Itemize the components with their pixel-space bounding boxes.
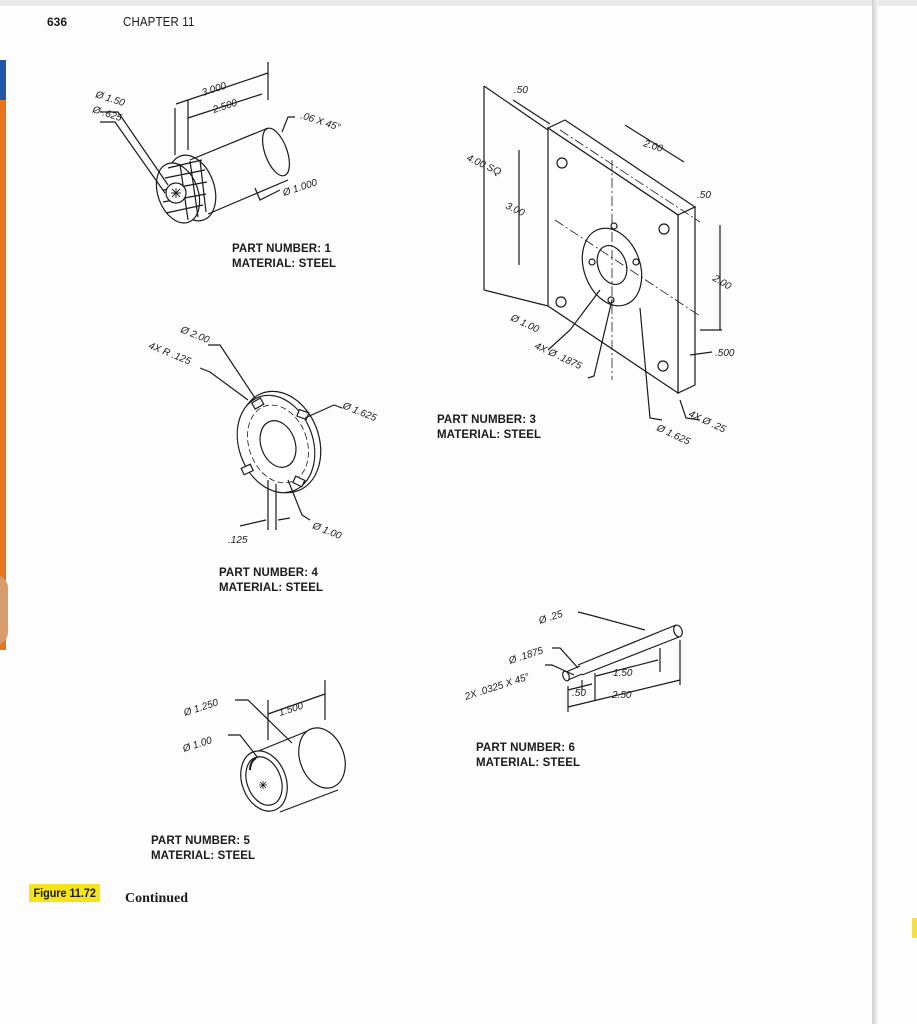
part-6-label: PART NUMBER: 6 MATERIAL: STEEL: [476, 741, 580, 771]
dim-outer: Ø 2.00: [178, 324, 211, 346]
part-3-label: PART NUMBER: 3 MATERIAL: STEEL: [437, 413, 541, 443]
page-edge: [872, 0, 878, 1024]
dim-inner: Ø 1.00: [310, 520, 343, 542]
dim-bottom-offset: .500: [715, 348, 735, 359]
scan-top-band: [0, 0, 917, 6]
dim-outer-5: Ø 1.250: [182, 697, 221, 719]
dim-2500: 2.500: [211, 98, 240, 117]
dim-small-6: Ø .1875: [507, 645, 546, 667]
dim-total-6: 2.50: [611, 690, 632, 701]
dim-bolt: Ø 1.625: [340, 400, 378, 424]
part-5-number: PART NUMBER: 5: [151, 835, 250, 847]
part-6-drawing: Ø .25 Ø .1875 2X .0325 X 45° .50 1.50 2.…: [463, 609, 683, 712]
dim-length-5: 1.500: [278, 701, 306, 719]
part-3-drawing: .50 4.00 SQ 3.00 2.00 .50 2.00 .500 4X Ø…: [465, 85, 735, 448]
dim-short-6: .50: [572, 688, 586, 699]
part-1-number: PART NUMBER: 1: [232, 243, 331, 255]
dim-big-6: Ø .25: [537, 609, 565, 627]
dim-small-holes: 4X Ø .1875: [533, 341, 584, 373]
dim-center-hole: Ø 1.00: [508, 312, 541, 335]
dim-spacing: 3.00: [504, 201, 527, 219]
dim-notch: 4X R .125: [147, 341, 193, 368]
dim-inner-5: Ø 1.00: [181, 735, 214, 755]
part-1-label: PART NUMBER: 1 MATERIAL: STEEL: [232, 242, 336, 272]
part-4-drawing: Ø 2.00 4X R .125 Ø 1.625 Ø 1.00 .125: [147, 324, 379, 546]
figure-caption: Continued: [125, 891, 189, 906]
part-6-number: PART NUMBER: 6: [476, 742, 575, 754]
page-number: 636: [47, 15, 68, 29]
thumb: [0, 575, 8, 645]
dim-right-offset: .50: [697, 190, 711, 201]
dim-chamfer: .06 X 45°: [299, 110, 342, 133]
figure-label: Figure 11.72: [29, 884, 101, 902]
dim-top-offset: 2.00: [641, 138, 664, 155]
part-4-number: PART NUMBER: 4: [219, 567, 318, 579]
part-4-material: MATERIAL: STEEL: [219, 582, 324, 594]
part-5-label: PART NUMBER: 5 MATERIAL: STEEL: [151, 834, 255, 864]
adjacent-page-strip: [0, 60, 6, 650]
edge-highlight: [912, 918, 917, 938]
dim-chamfer-6: 2X .0325 X 45°: [463, 672, 531, 704]
part-3-material: MATERIAL: STEEL: [437, 429, 542, 441]
part-3-number: PART NUMBER: 3: [437, 414, 536, 426]
chapter-heading: CHAPTER 11: [123, 14, 195, 29]
dim-thickness: .50: [514, 85, 528, 96]
part-4-label: PART NUMBER: 4 MATERIAL: STEEL: [219, 566, 323, 596]
dim-3000: 3.000: [201, 81, 229, 99]
dim-thickness-4: .125: [228, 535, 248, 546]
part-5-material: MATERIAL: STEEL: [151, 850, 256, 862]
part-1-drawing: 3.000 2.500 .06 X 45° Ø 1.50 Ø .625 Ø 1.…: [90, 62, 342, 224]
part-1-material: MATERIAL: STEEL: [232, 258, 337, 270]
dim-right-height: 2.00: [710, 273, 734, 293]
part-5-drawing: Ø 1.250 Ø 1.00 1.500: [181, 680, 346, 813]
dim-mid-6: 1.50: [613, 668, 633, 679]
dim-circle: Ø 1.625: [654, 422, 692, 448]
part-6-material: MATERIAL: STEEL: [476, 757, 581, 769]
dim-4x-holes: 4X Ø .25: [687, 409, 728, 436]
